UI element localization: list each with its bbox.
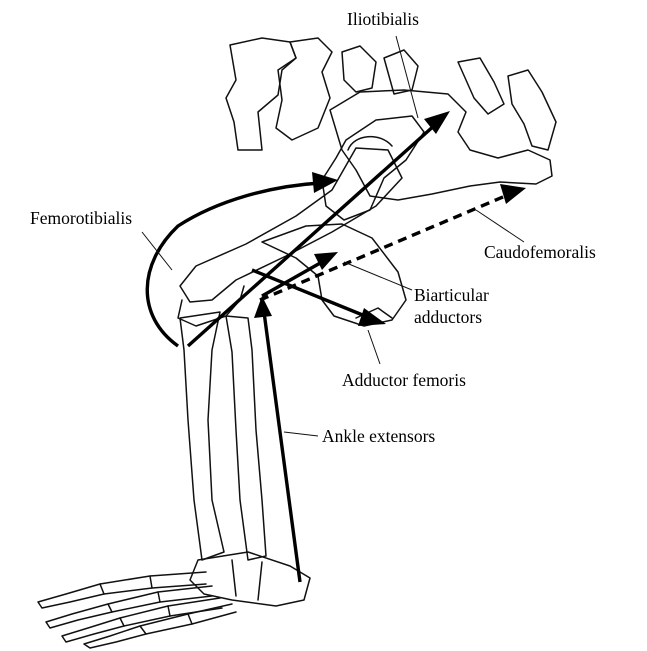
caudofemoralis-leader [476, 210, 524, 242]
biarticular-leader [344, 262, 412, 290]
iliotibialis-arrow [188, 124, 436, 346]
ischium [262, 224, 406, 326]
vertebra-6 [508, 70, 556, 150]
femorotibialis-arrow [147, 183, 320, 346]
femur-head [348, 137, 392, 150]
label-caudofemoralis: Caudofemoralis [484, 242, 596, 262]
ankle-detail [232, 560, 262, 600]
toe-4 [84, 604, 236, 648]
caudofemoralis-arrowhead [500, 184, 526, 204]
label-iliotibialis: Iliotibialis [347, 9, 419, 29]
ankle-extensors-arrow [264, 312, 300, 582]
adductor-femoris-leader [368, 330, 380, 364]
ankle-extensors-arrowhead [254, 296, 272, 318]
ankle-extensors-leader [284, 432, 318, 436]
tibia [180, 312, 224, 560]
label-adductor-femoris: Adductor femoris [342, 370, 466, 390]
adductor-femoris-bar [252, 270, 370, 318]
label-ankle-extensors: Ankle extensors [322, 426, 435, 446]
vertebra-2 [276, 38, 332, 140]
label-femorotibialis: Femorotibialis [30, 208, 132, 228]
label-biarticular-line1: Biarticular [414, 285, 489, 305]
ilium [322, 116, 424, 220]
vertebra-3 [342, 46, 376, 92]
label-biarticular-line2: adductors [414, 307, 482, 327]
vertebra-5 [458, 58, 504, 114]
vertebra-1 [226, 38, 296, 150]
fibula [226, 316, 266, 560]
sacrum [330, 90, 552, 200]
vertebra-4 [384, 50, 418, 94]
leader-lines [142, 36, 524, 436]
